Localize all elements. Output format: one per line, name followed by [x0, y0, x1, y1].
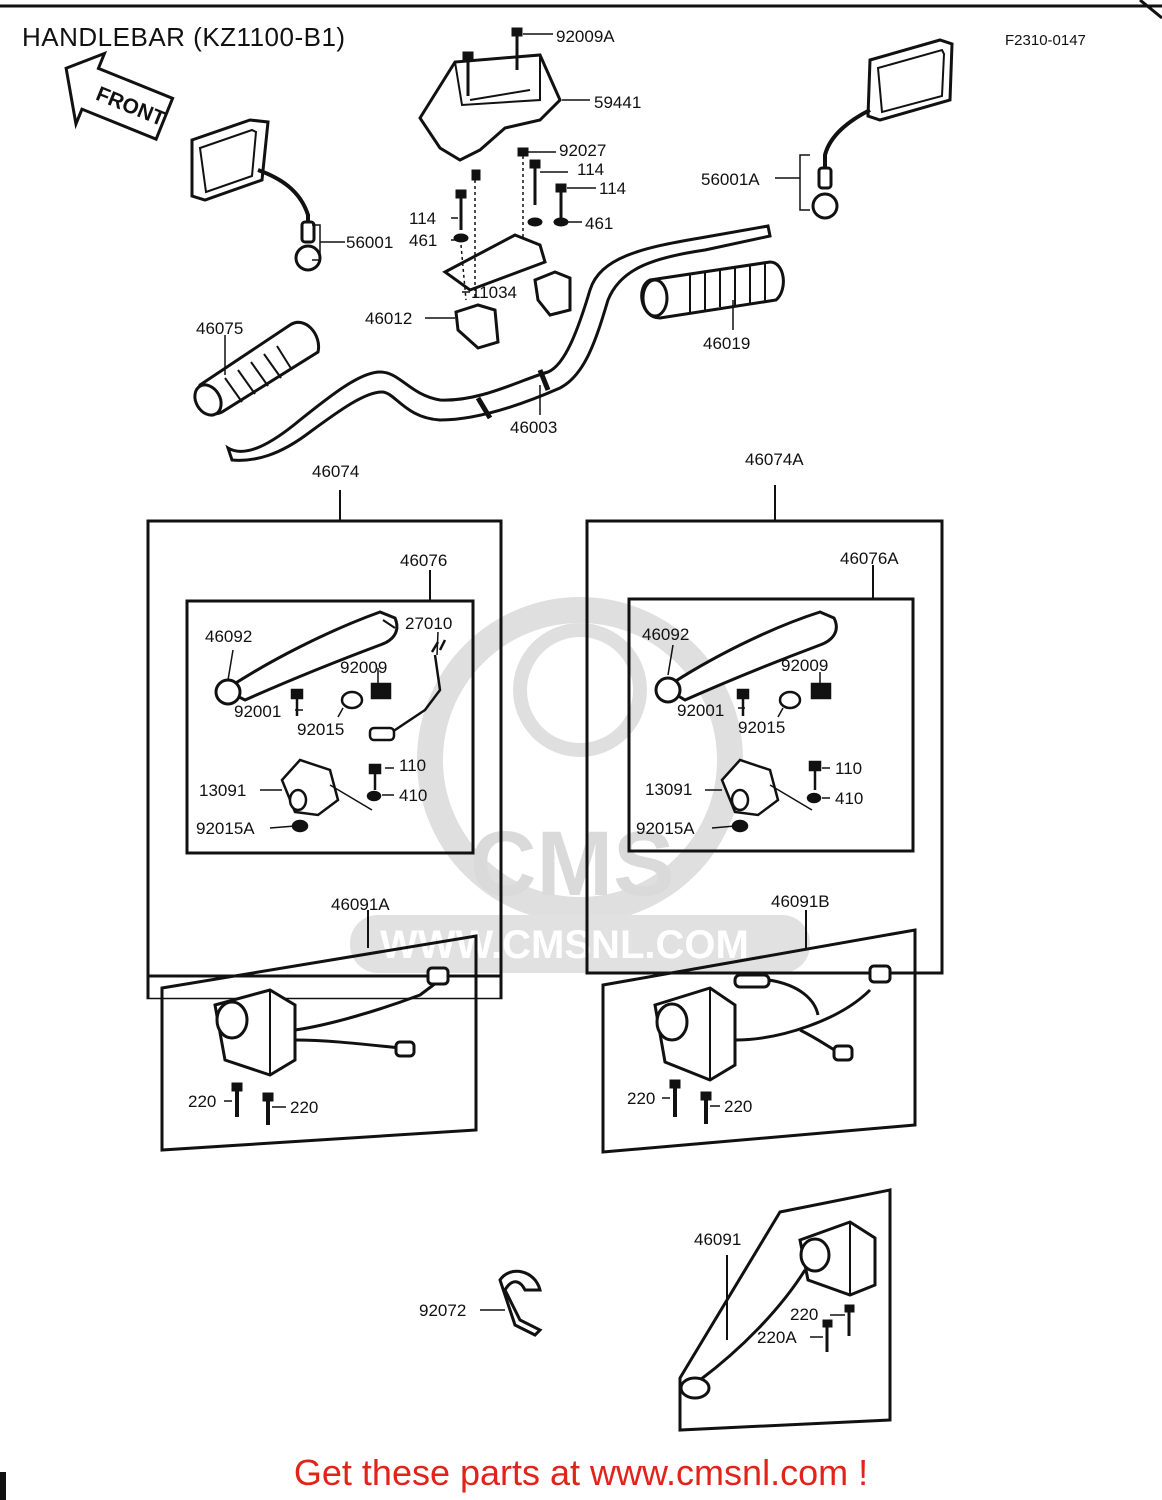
switch-box-right — [601, 928, 917, 1154]
wire-clamp — [498, 1269, 543, 1337]
left-mirror — [190, 118, 322, 272]
watermark-url-text: WWW.CMSNL.COM — [380, 923, 749, 967]
label-left-410: 410 — [399, 786, 427, 805]
lever-box-right — [627, 597, 915, 853]
screw-92009A — [462, 27, 523, 96]
label-46003: 46003 — [510, 418, 557, 437]
label-46076A: 46076A — [840, 549, 899, 568]
holder-cover — [418, 53, 562, 162]
handlebar-holder — [442, 233, 572, 350]
label-left-92015: 92015 — [297, 720, 344, 739]
leader-lines — [224, 33, 845, 1338]
label-92009A: 92009A — [556, 27, 615, 46]
bottom-switch-screws — [822, 1304, 855, 1352]
label-right-410: 410 — [835, 789, 863, 808]
watermark: CMS WWW.CMSNL.COM — [350, 597, 810, 973]
label-left-110: 110 — [399, 756, 426, 775]
label-27010: 27010 — [405, 614, 452, 633]
label-46075: 46075 — [196, 319, 243, 338]
label-46074A: 46074A — [745, 450, 804, 469]
label-11034: 11034 — [471, 283, 517, 302]
label-46091A: 46091A — [331, 895, 390, 914]
label-92072: 92072 — [419, 1301, 466, 1320]
right-switch-screws — [669, 1079, 712, 1124]
figure-number: F2310-0147 — [1005, 32, 1086, 49]
part-labels: 92009A 59441 92027 114 114 114 461 461 5… — [188, 27, 899, 1347]
label-114-b: 114 — [599, 179, 626, 198]
holder-dash-lines — [460, 156, 524, 301]
right-grip — [640, 260, 785, 320]
label-right-92015: 92015 — [738, 718, 785, 737]
left-switch-screws — [231, 1082, 274, 1125]
label-220A: 220A — [757, 1328, 797, 1347]
label-right-46092: 46092 — [642, 625, 689, 644]
parts-link[interactable]: Get these parts at www.cmsnl.com ! — [293, 1452, 869, 1493]
label-220-c: 220 — [627, 1089, 655, 1108]
label-46091: 46091 — [694, 1230, 741, 1249]
label-59441: 59441 — [594, 93, 641, 112]
holder-bolts — [453, 147, 569, 243]
right-switch-housing — [653, 964, 892, 1082]
right-mirror — [811, 38, 954, 220]
label-46019: 46019 — [703, 334, 750, 353]
label-220-e: 220 — [790, 1305, 818, 1324]
label-left-46092: 46092 — [205, 627, 252, 646]
label-220-b: 220 — [290, 1098, 318, 1117]
right-brake-lever — [654, 610, 838, 704]
left-switch-housing — [213, 966, 450, 1077]
label-right-92015A: 92015A — [636, 819, 695, 838]
handlebar-pipe — [225, 224, 772, 462]
margin-mark — [0, 1472, 6, 1500]
label-46074: 46074 — [312, 462, 359, 481]
label-left-13091: 13091 — [199, 781, 246, 800]
label-right-13091: 13091 — [645, 780, 692, 799]
assembly-box-46074-outline — [146, 519, 503, 978]
label-220-a: 220 — [188, 1092, 216, 1111]
label-left-92009: 92009 — [340, 658, 387, 677]
assembly-box-46074A — [585, 519, 944, 975]
label-114-c: 114 — [409, 209, 436, 228]
label-92027: 92027 — [559, 141, 606, 160]
top-rule-corner — [1139, 0, 1162, 20]
label-220-d: 220 — [724, 1097, 752, 1116]
label-right-110: 110 — [835, 759, 862, 778]
left-grip — [193, 321, 321, 417]
label-46012: 46012 — [365, 309, 412, 328]
watermark-logo-text: CMS — [470, 813, 674, 915]
left-clutch-lever — [214, 610, 399, 706]
lever-box-left — [185, 599, 475, 855]
label-right-92001: 92001 — [677, 701, 724, 720]
left-lever-small-parts — [280, 639, 447, 833]
front-arrow-icon: FRONT — [64, 50, 175, 142]
right-lever-small-parts — [720, 682, 832, 833]
label-right-92009: 92009 — [781, 656, 828, 675]
label-46091B: 46091B — [771, 892, 830, 911]
label-461-b: 461 — [585, 214, 613, 233]
label-left-92015A: 92015A — [196, 819, 255, 838]
switch-box-left — [160, 934, 478, 1152]
switch-box-bottom — [678, 1188, 892, 1432]
label-56001A: 56001A — [701, 170, 760, 189]
label-461-a: 461 — [409, 231, 437, 250]
label-56001: 56001 — [346, 233, 393, 252]
label-114-a: 114 — [577, 160, 604, 179]
label-left-92001: 92001 — [234, 702, 281, 721]
page-title: HANDLEBAR (KZ1100-B1) — [22, 22, 346, 52]
bottom-switch-housing — [679, 1220, 877, 1400]
label-46076: 46076 — [400, 551, 447, 570]
